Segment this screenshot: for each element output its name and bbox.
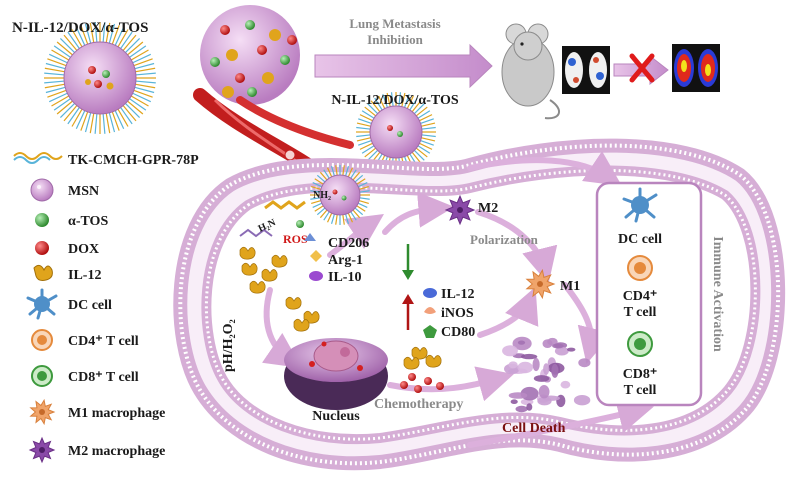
legend-m1: M1 macrophage [68,406,165,421]
arrow-label-line1: Lung Metastasis [349,16,440,31]
il12-icon [33,264,53,281]
nucleus-label: Nucleus [312,409,360,424]
dc-cell-icon [26,288,58,320]
box-cd8-line2: T cell [624,383,657,398]
nanoparticle-cluster [200,5,300,105]
marker-il10: IL-10 [328,270,361,285]
immune-activation-label: Immune Activation [710,236,725,352]
mouse-icon [501,23,560,120]
cd4-t-cell-icon [31,329,53,351]
box-cd8-line1: CD8⁺ [623,367,658,382]
chemo-dox-dots [400,373,444,393]
cell-death-debris [502,336,591,413]
ph-label: pH/H₂O₂ [221,319,236,372]
legend: TK-CMCH-GPR-78P MSN α-TOS DOX IL-12 DC c… [13,152,199,464]
nanoparticle-inside [310,165,370,225]
arrow-below-label: N-IL-12/DOX/α-TOS [331,93,459,108]
flow-arrows [262,151,654,448]
ros-chain [239,200,306,238]
polarization-label: Polarization [470,232,539,247]
chemotherapy-label: Chemotherapy [374,397,463,412]
legend-cd4: CD4⁺ T cell [68,334,139,349]
msn-sphere-icon [30,178,54,202]
up-markers [423,288,437,338]
legend-il12: IL-12 [68,268,101,283]
legend-alpha-tos: α-TOS [68,214,108,229]
figure-title: N-IL-12/DOX/α-TOS [12,20,148,36]
cell-death-label: Cell Death [502,421,566,436]
red-dot-icon [35,241,49,255]
marker-arg1: Arg-1 [328,253,363,268]
box-cd4-line2: T cell [624,305,657,320]
green-dot-icon [35,213,49,227]
marker-cd206: CD206 [328,236,369,251]
legend-dox: DOX [68,242,99,257]
cross-icon [629,53,655,83]
down-markers [304,233,323,281]
arrow-up-icon [402,294,414,330]
m2-macrophage-icon [28,436,56,464]
lung-images-after [672,44,720,92]
lung-images-before [562,46,610,94]
m1-macrophage-cycle-icon [525,268,556,300]
box-dc-label: DC cell [618,232,662,247]
dc-cell-box-icon [622,187,658,223]
marker-il12: IL-12 [441,287,474,302]
legend-msn: MSN [68,184,99,199]
nh2-label: NH₂ [313,190,331,201]
cd8-box-icon [627,331,653,357]
marker-inos: iNOS [441,306,474,321]
lung-metastasis-arrow [314,43,493,89]
legend-m2: M2 macrophage [68,444,165,459]
cd4-box-icon [627,255,653,281]
m2-label: M2 [478,201,498,216]
legend-peptide: TK-CMCH-GPR-78P [68,153,199,168]
legend-dc: DC cell [68,298,112,313]
il12-scatter [239,246,442,370]
cd8-t-cell-icon [31,365,53,387]
m1-macrophage-icon [29,398,56,426]
m1-label: M1 [560,279,580,294]
box-cd4-line1: CD4⁺ [623,289,658,304]
ros-label: ROS [283,232,308,246]
immune-activation-box [595,181,703,407]
m2-macrophage-cycle-icon [444,194,476,226]
marker-cd80: CD80 [441,325,475,340]
arrow-down-icon [402,244,414,280]
nanoparticle-large [44,22,156,134]
legend-cd8: CD8⁺ T cell [68,370,139,385]
arrow-label-line2: Inhibition [367,32,423,47]
tumor-cell [284,338,388,410]
